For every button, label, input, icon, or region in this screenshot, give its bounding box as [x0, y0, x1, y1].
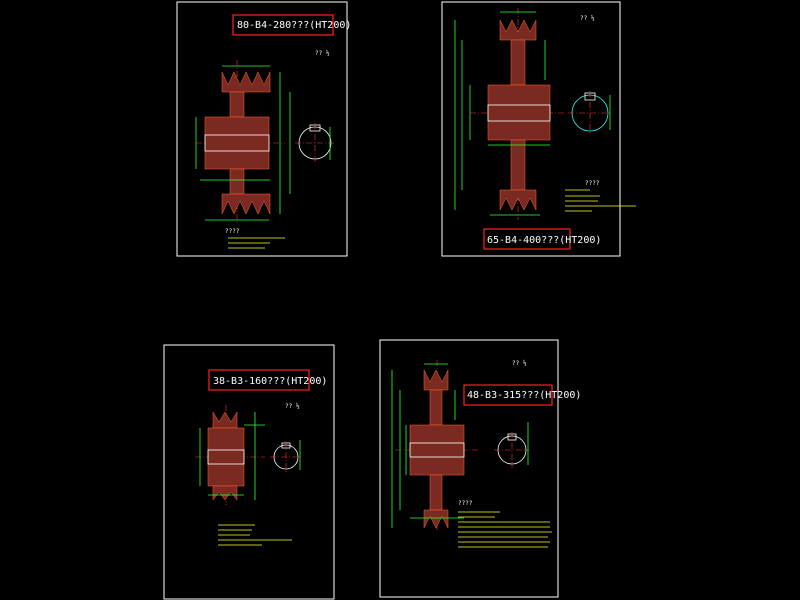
sheet-2-border	[441, 1, 621, 257]
sheet-1-hub-view	[295, 123, 335, 163]
sheet-3-title: 38-B3-160???(HT200)	[213, 376, 327, 387]
sheet-4: 48-B3-315???(HT200) ?? ⅓ ????	[379, 339, 581, 598]
sheet-4-title: 48-B3-315???(HT200)	[467, 390, 581, 401]
sheet-2-pulley-section	[454, 8, 565, 220]
sheet-1: 80-B4-280???(HT200) ?? ⅓	[176, 1, 351, 257]
sheet-3-title-box	[208, 369, 310, 391]
sheet-2-marker: ?? ⅓	[580, 15, 595, 22]
sheet-1-title: 80-B4-280???(HT200)	[237, 20, 351, 31]
sheet-4-hub-view	[494, 422, 530, 468]
sheet-4-notes-header: ????	[458, 500, 473, 507]
sheet-4-border	[379, 339, 559, 598]
sheet-4-title-box	[463, 384, 553, 406]
sheet-3: 38-B3-160???(HT200) ?? ⅓	[163, 344, 335, 600]
sheet-4-marker: ?? ⅓	[512, 360, 527, 367]
sheet-3-hub-view	[270, 440, 302, 473]
sheet-1-pulley-section	[195, 60, 291, 225]
sheet-2-title-box	[483, 228, 571, 250]
sheet-1-title-box	[232, 14, 334, 36]
sheet-2: 65-B4-400???(HT200) ?? ⅓	[441, 1, 636, 257]
sheet-4-notes	[458, 511, 552, 548]
sheet-2-hub-view	[568, 91, 612, 135]
sheet-4-pulley-section	[391, 360, 480, 530]
sheet-2-notes	[565, 189, 636, 212]
sheet-1-notes-header: ????	[225, 228, 240, 235]
sheet-3-notes	[218, 524, 292, 546]
sheet-1-notes	[228, 237, 285, 249]
sheet-1-border	[176, 1, 348, 257]
sheet-3-pulley-section	[195, 405, 265, 505]
sheet-3-marker: ?? ⅓	[285, 403, 300, 410]
sheet-1-marker: ?? ⅓	[315, 50, 330, 57]
sheet-2-title: 65-B4-400???(HT200)	[487, 235, 601, 246]
sheet-2-notes-header: ????	[585, 180, 600, 187]
sheet-3-border	[163, 344, 335, 600]
